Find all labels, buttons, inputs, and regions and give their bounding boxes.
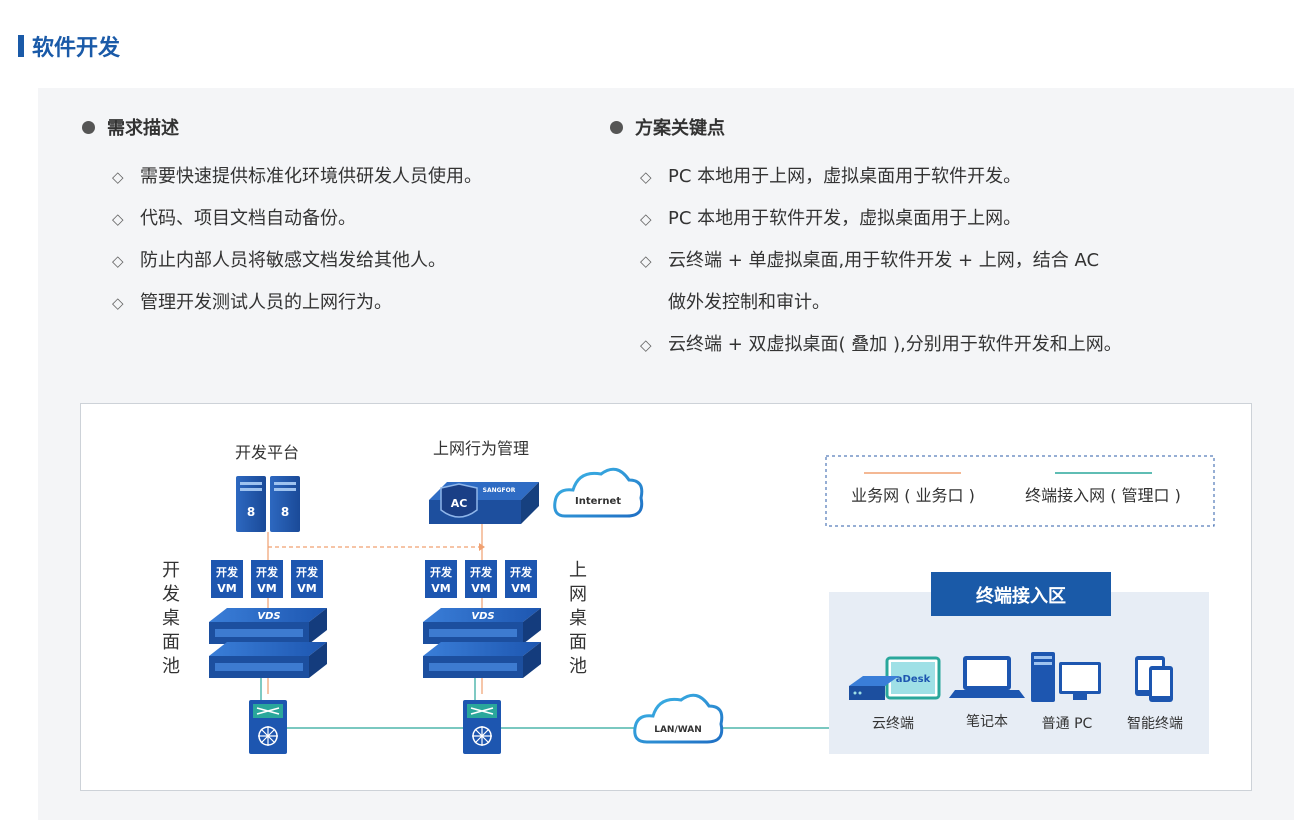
legend-business-label: 业务网 ( 业务口 ) xyxy=(851,486,975,505)
svg-text:VM: VM xyxy=(297,582,316,595)
legend-terminal-label: 终端接入网 ( 管理口 ) xyxy=(1025,486,1181,505)
vm-block xyxy=(291,560,323,598)
vm-block xyxy=(211,560,243,598)
svg-text:开: 开 xyxy=(162,560,180,581)
diamond-bullet-icon: ◇ xyxy=(640,168,652,186)
ac-device-icon: AC SANGFOR xyxy=(429,482,539,524)
device-label: 笔记本 xyxy=(966,714,1008,730)
internet-cloud-icon: Internet xyxy=(553,467,644,518)
smart-terminal-icon xyxy=(1135,656,1173,702)
svg-text:8: 8 xyxy=(281,505,289,519)
dev-platform-label: 开发平台 xyxy=(235,443,299,462)
svg-text:VM: VM xyxy=(471,582,490,595)
ac-label: AC xyxy=(451,497,468,510)
svg-text:开发: 开发 xyxy=(430,565,453,579)
section-title: 软件开发 xyxy=(32,36,121,61)
svg-text:面: 面 xyxy=(162,632,180,653)
diamond-bullet-icon: ◇ xyxy=(112,294,124,312)
web-vm-group: 开发 VM 开发 VM 开发 VM xyxy=(425,560,537,598)
dev-platform-server-icon: 8 8 xyxy=(236,476,300,532)
svg-text:池: 池 xyxy=(569,656,587,677)
network-diagram-svg: 开发平台 上网行为管理 8 8 AC SANGFOR Internet 开发 V… xyxy=(162,439,1215,754)
svg-text:开发: 开发 xyxy=(470,565,493,579)
solution-heading: 方案关键点 xyxy=(610,114,1122,140)
solution-column: 方案关键点 ◇PC 本地用于上网，虚拟桌面用于软件开发。 ◇PC 本地用于软件开… xyxy=(610,114,1122,366)
list-item: ◇需要快速提供标准化环境供研发人员使用。 xyxy=(112,156,482,198)
device-label: 普通 PC xyxy=(1042,716,1093,732)
sangfor-logo-text: SANGFOR xyxy=(483,487,516,494)
svg-text:VDS: VDS xyxy=(257,611,280,622)
diamond-bullet-icon: ◇ xyxy=(112,210,124,228)
web-switch-icon xyxy=(463,700,501,754)
title-accent-bar xyxy=(18,35,24,57)
svg-text:发: 发 xyxy=(162,584,180,605)
dev-vm-group: 开发 VM 开发 VM 开发 VM xyxy=(211,560,323,598)
requirements-column: 需求描述 ◇需要快速提供标准化环境供研发人员使用。 ◇代码、项目文档自动备份。 … xyxy=(82,114,482,324)
svg-text:开发: 开发 xyxy=(296,565,319,579)
bullet-dot-icon xyxy=(82,120,95,134)
device-label: 智能终端 xyxy=(1127,716,1183,732)
svg-text:上: 上 xyxy=(569,560,587,581)
solution-list: ◇PC 本地用于上网，虚拟桌面用于软件开发。 ◇PC 本地用于软件开发，虚拟桌面… xyxy=(640,156,1122,366)
list-item: ◇代码、项目文档自动备份。 xyxy=(112,198,482,240)
svg-text:VM: VM xyxy=(217,582,236,595)
network-diagram: 开发平台 上网行为管理 8 8 AC SANGFOR Internet 开发 V… xyxy=(80,403,1252,791)
vm-block xyxy=(251,560,283,598)
diamond-bullet-icon: ◇ xyxy=(640,252,652,270)
web-mgmt-label: 上网行为管理 xyxy=(433,439,529,458)
svg-text:VM: VM xyxy=(257,582,276,595)
desktop-pc-icon xyxy=(1031,652,1101,702)
svg-text:VDS: VDS xyxy=(471,611,494,622)
device-label: 云终端 xyxy=(872,716,914,732)
section-header: 软件开发 xyxy=(18,34,120,61)
diamond-bullet-icon: ◇ xyxy=(112,168,124,186)
svg-text:桌: 桌 xyxy=(162,608,180,629)
requirements-heading: 需求描述 xyxy=(82,114,482,140)
dev-switch-icon xyxy=(249,700,287,754)
diamond-bullet-icon: ◇ xyxy=(640,336,652,354)
svg-text:aDesk: aDesk xyxy=(896,674,931,685)
internet-label: Internet xyxy=(575,496,621,507)
svg-text:池: 池 xyxy=(162,656,180,677)
svg-text:开发: 开发 xyxy=(510,565,533,579)
diamond-bullet-icon: ◇ xyxy=(640,210,652,228)
diamond-bullet-icon: ◇ xyxy=(112,252,124,270)
legend: 业务网 ( 业务口 ) 终端接入网 ( 管理口 ) xyxy=(825,455,1215,527)
requirements-heading-text: 需求描述 xyxy=(107,118,179,139)
vm-block xyxy=(425,560,457,598)
list-item: ◇管理开发测试人员的上网行为。 xyxy=(112,282,482,324)
bullet-dot-icon xyxy=(610,120,623,134)
svg-text:面: 面 xyxy=(569,632,587,653)
svg-text:开发: 开发 xyxy=(216,565,239,579)
web-vds-appliance-icon: VDS xyxy=(423,608,541,678)
svg-text:开发: 开发 xyxy=(256,565,279,579)
svg-text:网: 网 xyxy=(569,584,587,605)
dev-vds-appliance-icon: VDS xyxy=(209,608,327,678)
solution-heading-text: 方案关键点 xyxy=(635,118,725,139)
list-item: ◇PC 本地用于上网，虚拟桌面用于软件开发。 xyxy=(640,156,1122,198)
web-pool-label: 上 网 桌 面 池 xyxy=(569,560,587,677)
vm-block xyxy=(465,560,497,598)
lan-wan-label: LAN/WAN xyxy=(654,725,702,735)
terminal-zone-title-box xyxy=(931,572,1111,616)
legend-border xyxy=(825,455,1215,527)
list-item: ◇防止内部人员将敏感文档发给其他人。 xyxy=(112,240,482,282)
requirements-list: ◇需要快速提供标准化环境供研发人员使用。 ◇代码、项目文档自动备份。 ◇防止内部… xyxy=(112,156,482,324)
svg-text:VM: VM xyxy=(431,582,450,595)
arrow-right-icon xyxy=(479,543,485,551)
svg-text:VM: VM xyxy=(511,582,530,595)
svg-text:8: 8 xyxy=(247,505,255,519)
vm-block xyxy=(505,560,537,598)
list-item: ◇PC 本地用于软件开发，虚拟桌面用于上网。 xyxy=(640,198,1122,240)
terminal-zone: 终端接入区 aDesk xyxy=(829,572,1209,754)
cloud-terminal-icon: aDesk xyxy=(849,656,941,700)
list-item: ◇云终端 + 双虚拟桌面( 叠加 ),分别用于软件开发和上网。 xyxy=(640,324,1122,366)
laptop-icon xyxy=(949,656,1025,698)
lan-wan-cloud-icon: LAN/WAN xyxy=(633,693,724,744)
dev-pool-label: 开 发 桌 面 池 xyxy=(162,560,180,677)
svg-text:桌: 桌 xyxy=(569,608,587,629)
terminal-zone-title: 终端接入区 xyxy=(976,585,1066,607)
